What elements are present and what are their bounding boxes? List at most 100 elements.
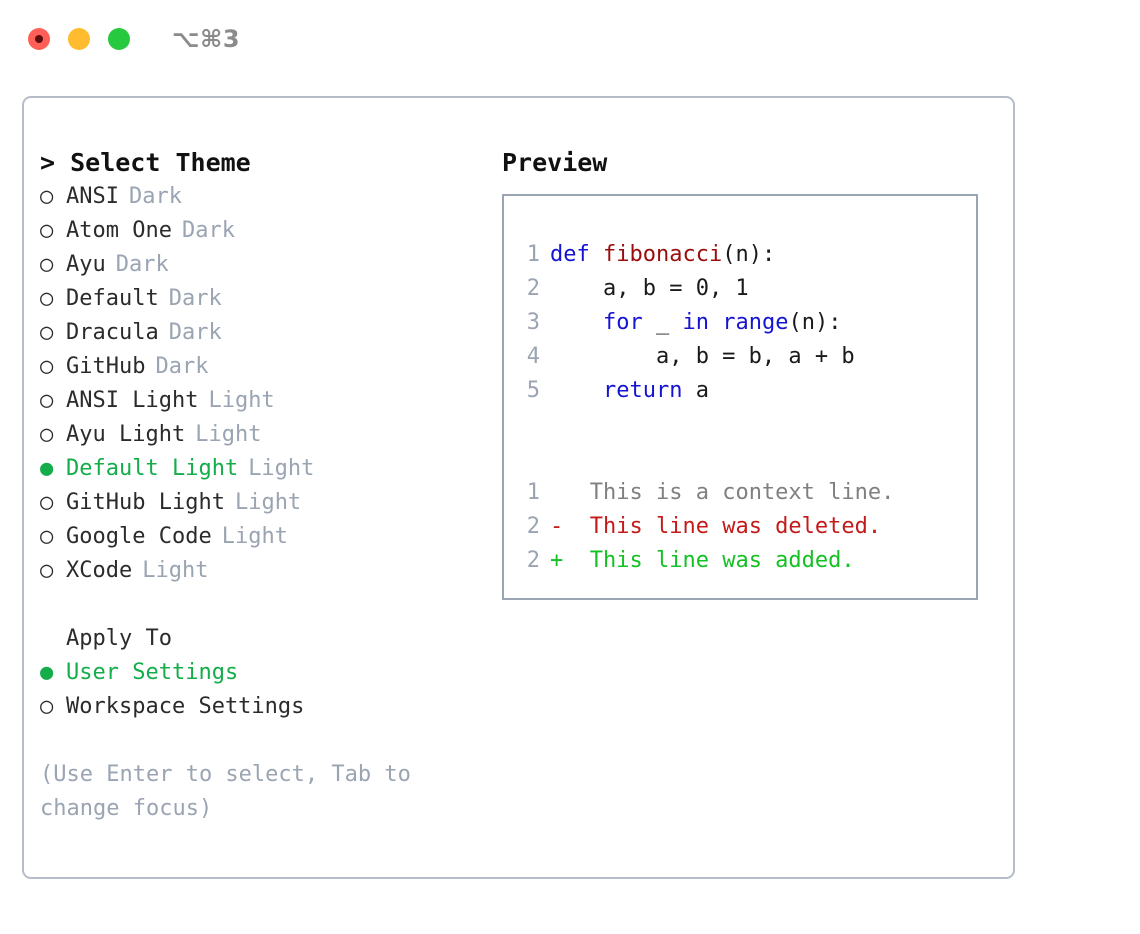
code-line: 5 return a <box>504 374 976 408</box>
diff-text: This line was deleted. <box>589 514 882 539</box>
apply-to-label: Workspace Settings <box>66 694 305 719</box>
code-token: a, b = 0, 1 <box>550 276 749 301</box>
radio-icon[interactable]: ○ <box>40 354 54 379</box>
line-number: 2 <box>526 548 540 573</box>
diff-text <box>563 476 590 510</box>
code-content: return a <box>550 374 709 408</box>
close-button[interactable] <box>28 28 50 50</box>
code-token <box>550 310 603 335</box>
theme-variant: Dark <box>168 320 222 345</box>
code-token: for <box>602 310 643 335</box>
code-token: a <box>682 378 709 403</box>
code-line: 4 a, b = b, a + b <box>504 340 976 374</box>
theme-variant: Light <box>208 388 275 413</box>
theme-list-item[interactable]: ○ Atom One Dark <box>40 214 494 248</box>
line-number: 1 <box>526 242 540 267</box>
apply-to-heading-row: ○ Apply To <box>40 622 494 656</box>
theme-name: Ayu <box>66 252 106 277</box>
radio-icon-selected[interactable]: ● <box>40 660 54 685</box>
diff-text: This line was added. <box>589 548 855 573</box>
code-content: for _ in range(n): <box>550 306 841 340</box>
theme-list-item[interactable]: ○ GitHub Dark <box>40 350 494 384</box>
theme-name: ANSI <box>66 184 119 209</box>
keyboard-hint-text: (Use Enter to select, Tab to change focu… <box>40 762 411 821</box>
diff-marker: - <box>550 514 564 539</box>
code-token: (n): <box>722 242 776 267</box>
preview-column: Preview 1 def fibonacci(n): 2 a, b = 0, … <box>494 146 1013 826</box>
code-token: a, b = b, a + b <box>550 344 855 369</box>
radio-icon[interactable]: ○ <box>40 558 54 583</box>
theme-name: Atom One <box>66 218 172 243</box>
theme-list-item[interactable]: ○ Default Dark <box>40 282 494 316</box>
minimize-button[interactable] <box>68 28 90 50</box>
preview-heading: Preview <box>502 148 608 177</box>
line-number: 5 <box>526 378 540 403</box>
code-token: in <box>682 310 709 335</box>
theme-name: GitHub <box>66 354 146 379</box>
section-spacer <box>40 588 494 622</box>
theme-variant: Dark <box>115 252 169 277</box>
diff-line-added: 2 + This line was added. <box>504 544 976 578</box>
diff-text <box>563 510 590 544</box>
code-token: fibonacci <box>602 242 723 267</box>
maximize-button[interactable] <box>108 28 130 50</box>
theme-list-item[interactable]: ○ Ayu Dark <box>40 248 494 282</box>
traffic-lights <box>28 28 130 50</box>
theme-name: ANSI Light <box>66 388 199 413</box>
line-number: 2 <box>526 514 540 539</box>
theme-list-item[interactable]: ○ Dracula Dark <box>40 316 494 350</box>
radio-icon[interactable]: ○ <box>40 218 54 243</box>
line-number: 2 <box>526 276 540 301</box>
theme-name: Google Code <box>66 524 212 549</box>
radio-icon[interactable]: ○ <box>40 694 54 719</box>
theme-list-item[interactable]: ○ ANSI Dark <box>40 180 494 214</box>
code-token <box>550 378 603 403</box>
theme-list-item[interactable]: ○ Google Code Light <box>40 520 494 554</box>
apply-to-group: ○ Apply To ● User Settings ○ Workspace S… <box>40 622 494 724</box>
radio-icon[interactable]: ○ <box>40 184 54 209</box>
main-panel: > Select Theme ○ ANSI Dark ○ Atom One Da… <box>22 96 1015 879</box>
radio-icon[interactable]: ○ <box>40 320 54 345</box>
code-token <box>709 310 722 335</box>
code-token: (n): <box>788 310 842 335</box>
theme-variant: Light <box>221 524 288 549</box>
code-token: def <box>550 242 603 267</box>
theme-variant: Light <box>142 558 209 583</box>
code-line: 1 def fibonacci(n): <box>504 238 976 272</box>
theme-list-item[interactable]: ○ ANSI Light Light <box>40 384 494 418</box>
radio-icon[interactable]: ○ <box>40 490 54 515</box>
code-token: _ <box>642 310 683 335</box>
theme-list-item-selected[interactable]: ● Default Light Light <box>40 452 494 486</box>
radio-icon-selected[interactable]: ● <box>40 456 54 481</box>
diff-marker <box>550 476 563 510</box>
line-number: 3 <box>526 310 540 335</box>
apply-to-heading: Apply To <box>66 626 172 651</box>
radio-icon[interactable]: ○ <box>40 252 54 277</box>
select-theme-heading: > Select Theme <box>40 148 251 177</box>
code-line: 3 for _ in range(n): <box>504 306 976 340</box>
theme-list-item[interactable]: ○ XCode Light <box>40 554 494 588</box>
code-content: a, b = 0, 1 <box>550 272 749 306</box>
theme-name: Default <box>66 286 159 311</box>
theme-list-item[interactable]: ○ GitHub Light Light <box>40 486 494 520</box>
apply-to-item-selected[interactable]: ● User Settings <box>40 656 494 690</box>
radio-icon[interactable]: ○ <box>40 524 54 549</box>
theme-variant: Light <box>234 490 302 515</box>
blank-line <box>504 442 976 476</box>
theme-variant: Dark <box>168 286 222 311</box>
theme-list: ○ ANSI Dark ○ Atom One Dark ○ Ayu Dark <box>40 180 494 588</box>
diff-line-context: 1 This is a context line. <box>504 476 976 510</box>
theme-list-item[interactable]: ○ Ayu Light Light <box>40 418 494 452</box>
apply-to-item[interactable]: ○ Workspace Settings <box>40 690 494 724</box>
keyboard-shortcut-label: ⌥⌘3 <box>172 25 241 53</box>
radio-icon[interactable]: ○ <box>40 388 54 413</box>
theme-name: GitHub Light <box>66 490 225 515</box>
code-content: def fibonacci(n): <box>550 238 775 272</box>
radio-icon[interactable]: ○ <box>40 422 54 447</box>
diff-line-deleted: 2 - This line was deleted. <box>504 510 976 544</box>
spacer-icon: ○ <box>40 622 66 656</box>
theme-variant: Light <box>195 422 262 447</box>
code-line: 2 a, b = 0, 1 <box>504 272 976 306</box>
radio-icon[interactable]: ○ <box>40 286 54 311</box>
